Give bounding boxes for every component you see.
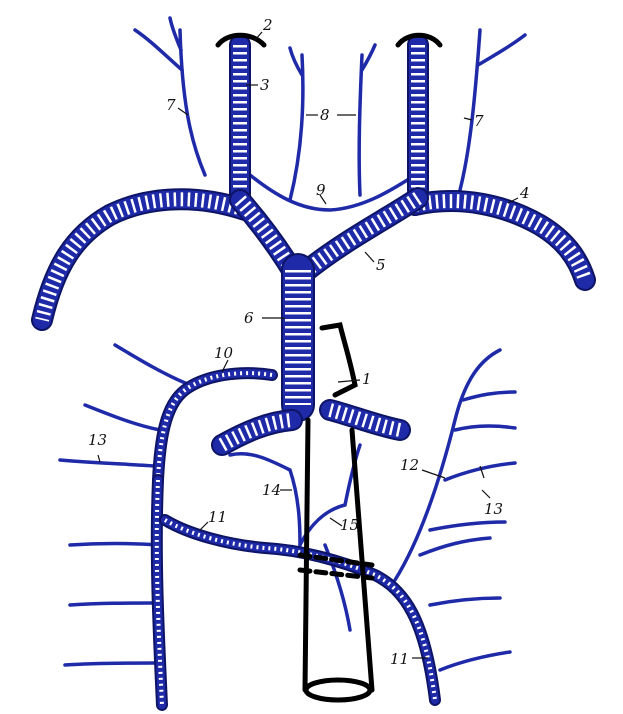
leader-15 — [329, 517, 343, 527]
label-11-lower: 11 — [390, 650, 409, 668]
leader-7-left — [177, 107, 189, 116]
label-7-right: 7 — [474, 112, 484, 130]
label-10: 10 — [214, 344, 234, 362]
label-7-left: 7 — [166, 96, 176, 114]
right-jugular-cap — [395, 32, 443, 48]
left-anterior-jugular-branch — [288, 46, 304, 77]
leader-1 — [337, 379, 361, 383]
label-1: 1 — [362, 370, 372, 388]
label-5: 5 — [376, 256, 386, 274]
intercostal-vein-4 — [68, 541, 162, 547]
right-pulmonary-vein-stripes — [218, 413, 293, 452]
label-12: 12 — [400, 456, 419, 474]
right-anterior-jugular-branch — [360, 43, 377, 72]
number-labels: 1 2 3 4 5 6 7 7 8 9 10 11 11 12 13 13 — [88, 16, 530, 668]
bronchial-vein-right — [228, 451, 302, 547]
label-8: 8 — [320, 106, 330, 124]
left-subclavian-vein-stripes — [35, 192, 248, 322]
leader-13-left — [97, 454, 101, 463]
aortic-arch-outline — [319, 322, 358, 398]
left-intercostal-vein-3 — [443, 461, 517, 482]
azygos-vein-stripes — [154, 479, 164, 706]
right-brachiocephalic-vein-stripes — [300, 192, 422, 278]
label-11-upper: 11 — [208, 508, 227, 526]
right-external-jugular-branch — [476, 33, 527, 67]
label-4: 4 — [519, 184, 530, 202]
leader-11-upper — [199, 521, 209, 531]
leader-13-right-2 — [479, 465, 485, 479]
left-external-jugular-vein — [178, 28, 207, 177]
hemiazygos-crossing-vein — [159, 514, 441, 706]
jugular-caps — [215, 32, 443, 48]
label-3: 3 — [260, 76, 270, 94]
right-anterior-jugular-vein — [357, 53, 364, 197]
label-15: 15 — [340, 516, 359, 534]
esophagus-aorta-structure — [297, 322, 375, 703]
esophagus-end — [303, 677, 373, 703]
leader-12 — [421, 469, 446, 479]
leader-5 — [364, 251, 375, 263]
left-intercostal-vein-4 — [428, 520, 507, 532]
major-veins — [31, 34, 596, 711]
intercostal-vein-1 — [113, 343, 192, 387]
left-intercostal-vein-6 — [428, 596, 502, 607]
esophagus-dashed-crossing — [297, 552, 375, 581]
left-external-jugular-branch-2 — [168, 16, 183, 52]
label-9: 9 — [316, 181, 326, 199]
left-intercostal-vein-2 — [453, 424, 517, 432]
intercostal-vein-3 — [58, 458, 157, 468]
intercostal-vein-2 — [83, 403, 162, 432]
azygos-arch-stripes — [156, 371, 273, 481]
leader-4 — [507, 197, 519, 204]
leader-7-right — [463, 117, 473, 121]
right-external-jugular-vein — [458, 28, 482, 192]
left-external-jugular-branch — [133, 28, 184, 72]
leader-10 — [221, 359, 229, 373]
label-14: 14 — [262, 481, 281, 499]
left-jugular-cap — [215, 32, 267, 48]
left-anterior-jugular-vein — [288, 53, 305, 202]
label-13-left: 13 — [88, 431, 107, 449]
intercostal-vein-6 — [63, 661, 157, 667]
left-pulmonary-vein-fill — [321, 401, 409, 439]
label-2: 2 — [262, 16, 273, 34]
accessory-hemiazygos-vein — [393, 348, 502, 582]
leader-9 — [319, 194, 327, 205]
left-subclavian-vein-fill — [33, 190, 254, 329]
left-intercostal-vein-5 — [418, 536, 492, 557]
leader-2 — [254, 31, 263, 41]
label-13-right: 13 — [484, 500, 503, 518]
left-intercostal-vein-7 — [438, 650, 512, 672]
right-subclavian-vein-stripes — [413, 194, 592, 283]
jugular-venous-arch — [248, 170, 422, 212]
intercostal-vein-5 — [68, 601, 157, 607]
leader-13-right — [481, 489, 491, 499]
left-intercostal-vein-1 — [461, 390, 517, 402]
label-6: 6 — [244, 309, 254, 327]
